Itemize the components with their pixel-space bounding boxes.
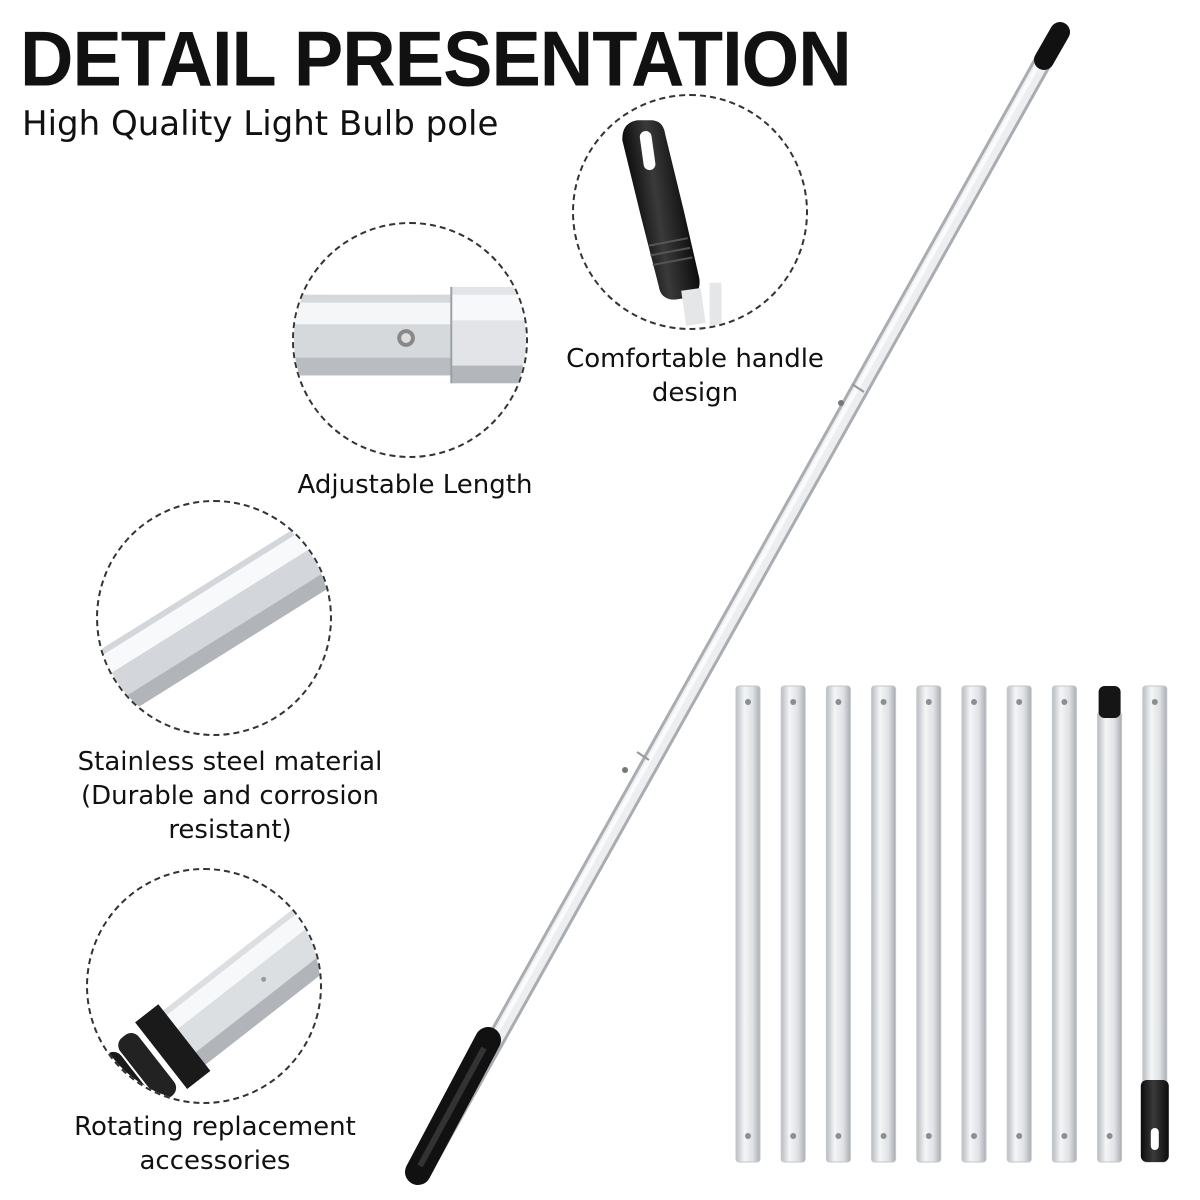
pole-segment [825,685,851,1163]
pole-segment [916,685,942,1163]
pole-handle-icon [622,120,722,328]
pole-segment [735,685,761,1163]
pole-segment [1051,685,1077,1163]
pole-thread-icon [88,883,320,1102]
pole-segment [1140,685,1169,1163]
feature-circle-tube [96,500,332,736]
feature-circle-handle [572,94,808,330]
feature-caption-thread: Rotating replacement accessories [74,1112,356,1176]
pole-segment [961,685,987,1163]
pole-tube-icon [98,505,330,731]
feature-circle-joint [292,222,528,458]
pole-segment [871,685,897,1163]
page-subtitle: High Quality Light Bulb pole [22,104,499,144]
pole-segment [1006,685,1032,1163]
pole-segment [780,685,806,1163]
pole-segments [735,685,1169,1163]
page-title: DETAIL PRESENTATION [20,15,852,103]
pole-segment [1097,686,1123,1163]
feature-circle-thread [86,868,322,1104]
feature-caption-joint: Adjustable Length [297,470,533,500]
pole-joint-icon [294,286,526,384]
feature-caption-handle: Comfortable handle design [566,344,824,408]
feature-caption-tube: Stainless steel material (Durable and co… [77,747,383,845]
